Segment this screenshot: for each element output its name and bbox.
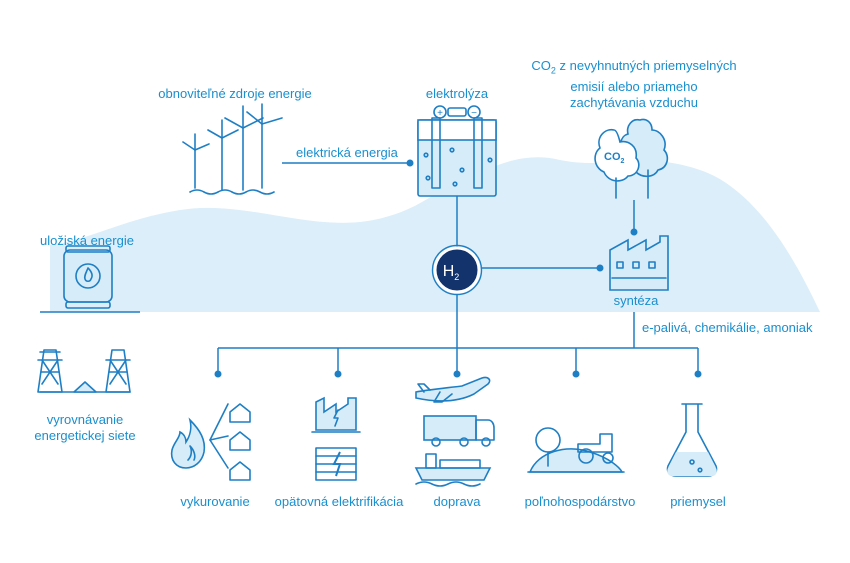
truck-icon: [423, 415, 495, 447]
label-grid-balancing: vyrovnávanie energetickej siete: [20, 412, 150, 444]
tractor-icon: [527, 427, 625, 473]
co2-source-line-1: CO2 z nevyhnutných priemyselných: [531, 58, 737, 76]
label-storage: uložiská energie: [40, 233, 134, 248]
svg-text:−: −: [471, 108, 477, 119]
label-agriculture: poľnohospodárstvo: [524, 494, 636, 509]
label-electrolysis: elektrolýza: [425, 86, 489, 101]
co2-source-line-3: zachytávania vzduchu: [570, 94, 698, 110]
label-efuels: e-palivá, chemikálie, amoniak: [642, 320, 813, 335]
flask-icon: [666, 403, 718, 477]
label-transport: doprava: [433, 494, 481, 509]
co2-source-line-2: emisií alebo priameho: [570, 78, 698, 94]
label-reelectrification: opätovná elektrifikácia: [274, 494, 404, 509]
flame-houses-icon: [170, 403, 251, 481]
svg-text:+: +: [437, 108, 443, 119]
label-co2-source: CO2 z nevyhnutných priemyselných emisií …: [520, 58, 748, 111]
grid-line-1: vyrovnávanie: [46, 412, 124, 427]
wind-turbines-icon: [182, 103, 283, 195]
airplane-icon: [415, 376, 491, 403]
label-synthesis: syntéza: [613, 293, 659, 308]
bus-drops: [214, 348, 702, 378]
h2-to-synthesis-dot: [596, 264, 604, 272]
h2-label: H2: [443, 263, 460, 282]
electrolyzer-icon: + −: [417, 105, 497, 197]
gas-tank-icon: [63, 245, 113, 309]
label-electricity: elektrická energia: [296, 145, 398, 160]
co2-to-synthesis-dot: [630, 228, 638, 236]
grid-line-2: energetickej siete: [34, 428, 136, 443]
power-pylons-icon: [37, 349, 131, 393]
electricity-flow-dot: [406, 159, 414, 167]
label-industry: priemysel: [670, 494, 726, 509]
power-plant-icon: [311, 396, 361, 481]
co2-badge: CO2: [604, 151, 625, 165]
hydrogen-node-icon: [433, 246, 481, 294]
ship-icon: [414, 453, 492, 487]
label-renewables: obnoviteľné zdroje energie: [158, 86, 312, 101]
label-heating: vykurovanie: [180, 494, 250, 509]
hydrogen-node-ring: [431, 244, 483, 296]
factory-icon: [609, 235, 669, 291]
trees-co2-icon: [594, 118, 669, 199]
